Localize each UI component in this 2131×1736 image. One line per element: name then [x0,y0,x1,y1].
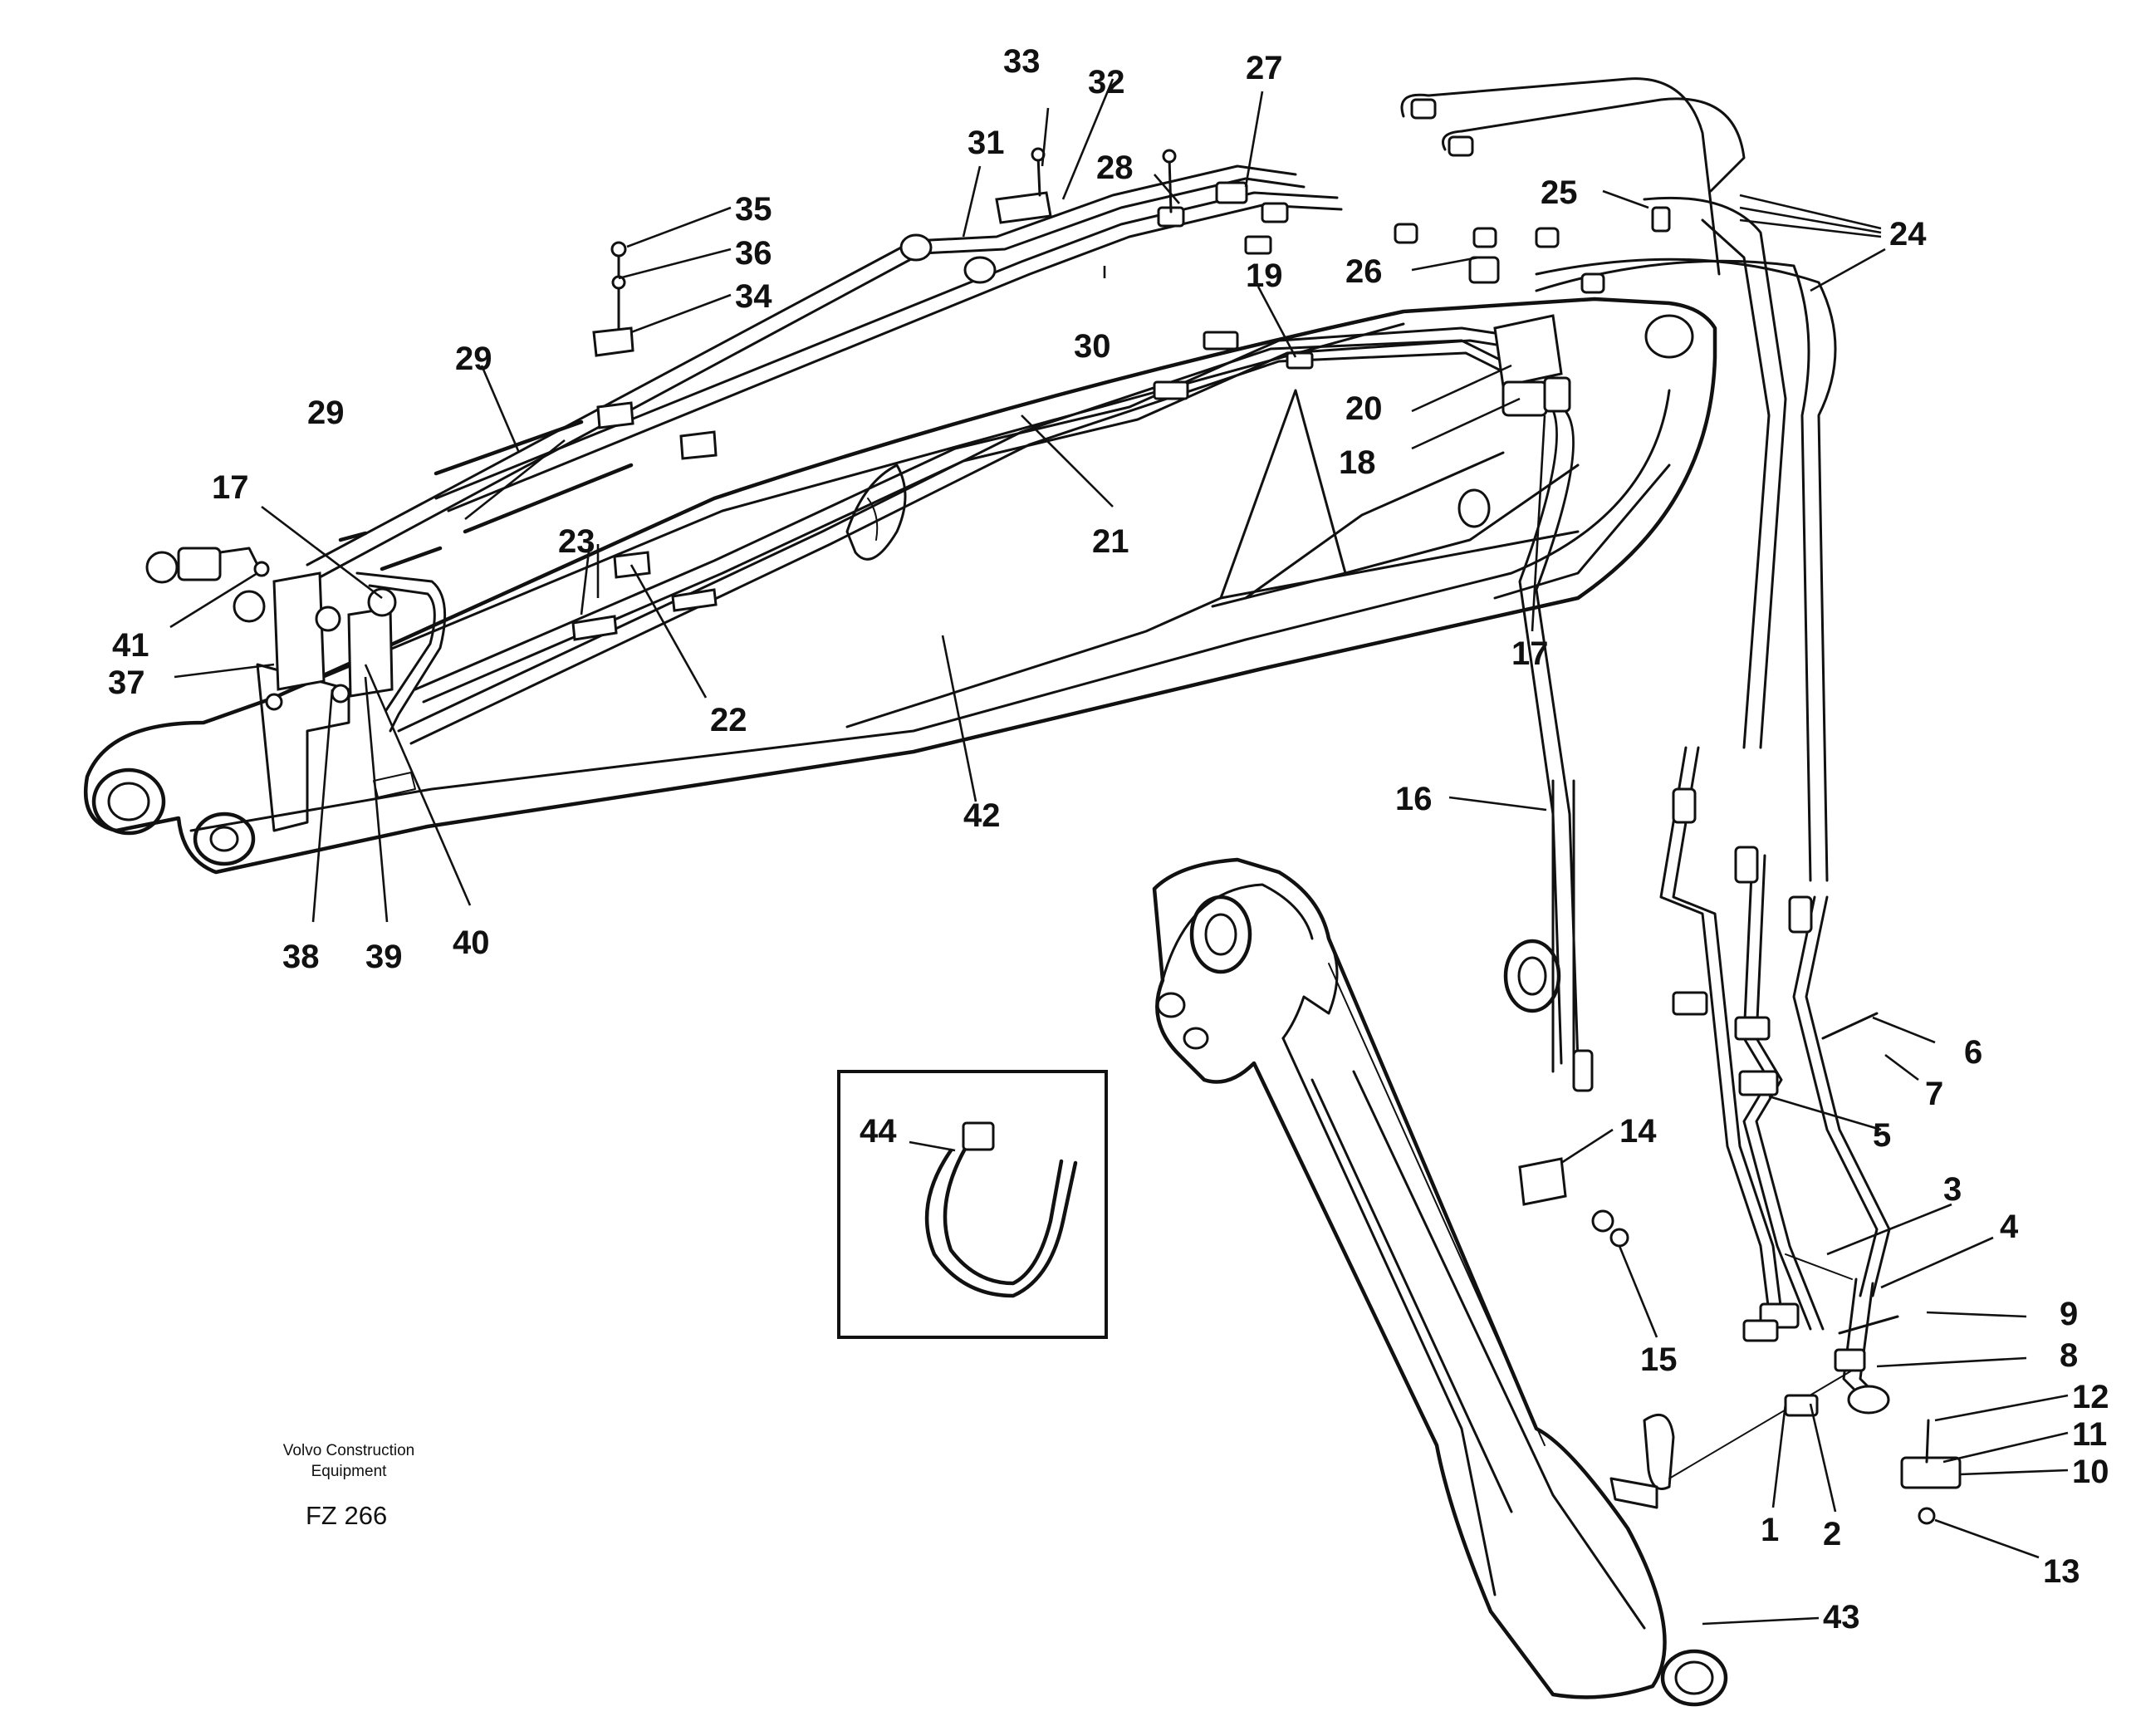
part-label-39: 39 [365,939,403,975]
stick-drawing [1152,857,1728,1707]
part-label-41: 41 [112,627,149,664]
part-label-44: 44 [860,1113,897,1150]
part-label-9: 9 [2060,1296,2078,1332]
part-label-28: 28 [1096,150,1134,186]
part-label-16: 16 [1395,781,1433,817]
part-label-22: 22 [710,702,747,738]
part-label-2: 2 [1823,1516,1841,1552]
part-label-24: 24 [1889,216,1927,253]
part-label-14: 14 [1619,1113,1657,1150]
part-label-42: 42 [963,797,1001,834]
part-label-27: 27 [1246,50,1283,86]
cable-tie-inset [837,1070,1108,1339]
part-label-1: 1 [1761,1512,1779,1548]
part-label-37: 37 [108,664,145,701]
caption: Volvo Construction Equipment FZ 266 [283,1442,414,1530]
part-label-38: 38 [282,939,320,975]
part-label-32: 32 [1088,64,1125,101]
part-label-17-right: 17 [1511,635,1549,672]
part-label-40: 40 [453,924,490,961]
fittings [145,98,1962,1525]
part-label-11: 11 [2072,1416,2107,1453]
part-label-33: 33 [1003,43,1041,80]
part-label-6: 6 [1964,1034,1982,1071]
part-label-3: 3 [1943,1171,1962,1208]
part-label-7: 7 [1925,1076,1943,1112]
part-label-25: 25 [1541,174,1578,211]
part-label-36: 36 [735,235,772,272]
part-label-18: 18 [1339,444,1376,481]
part-label-35: 35 [735,191,772,228]
part-label-19: 19 [1246,257,1283,294]
part-label-34: 34 [735,278,772,315]
caption-line-2: Equipment [311,1463,388,1480]
figure-code: FZ 266 [306,1501,387,1530]
boom-drawing [83,297,1717,875]
part-label-20: 20 [1345,390,1383,427]
part-label-12: 12 [2072,1379,2109,1415]
part-label-26: 26 [1345,253,1383,290]
part-label-13: 13 [2043,1553,2080,1590]
part-label-29-upper: 29 [455,341,492,377]
part-label-31: 31 [968,125,1005,161]
part-label-29-lower: 29 [307,395,345,431]
part-label-4: 4 [2000,1209,2019,1245]
part-label-10: 10 [2072,1454,2109,1490]
part-label-15: 15 [1640,1341,1678,1378]
part-label-43: 43 [1823,1599,1860,1635]
part-label-8: 8 [2060,1337,2078,1374]
part-label-5: 5 [1873,1117,1891,1154]
hydraulic-lines [306,77,1891,1479]
caption-line-1: Volvo Construction [283,1442,414,1459]
part-labels: 1 2 3 4 5 6 7 8 9 10 11 12 13 14 15 16 1… [108,43,2109,1635]
part-label-23: 23 [558,523,595,560]
part-label-17-left: 17 [212,469,249,506]
leader-lines [169,78,2069,1626]
part-label-21: 21 [1092,523,1129,560]
part-label-30: 30 [1074,328,1111,365]
